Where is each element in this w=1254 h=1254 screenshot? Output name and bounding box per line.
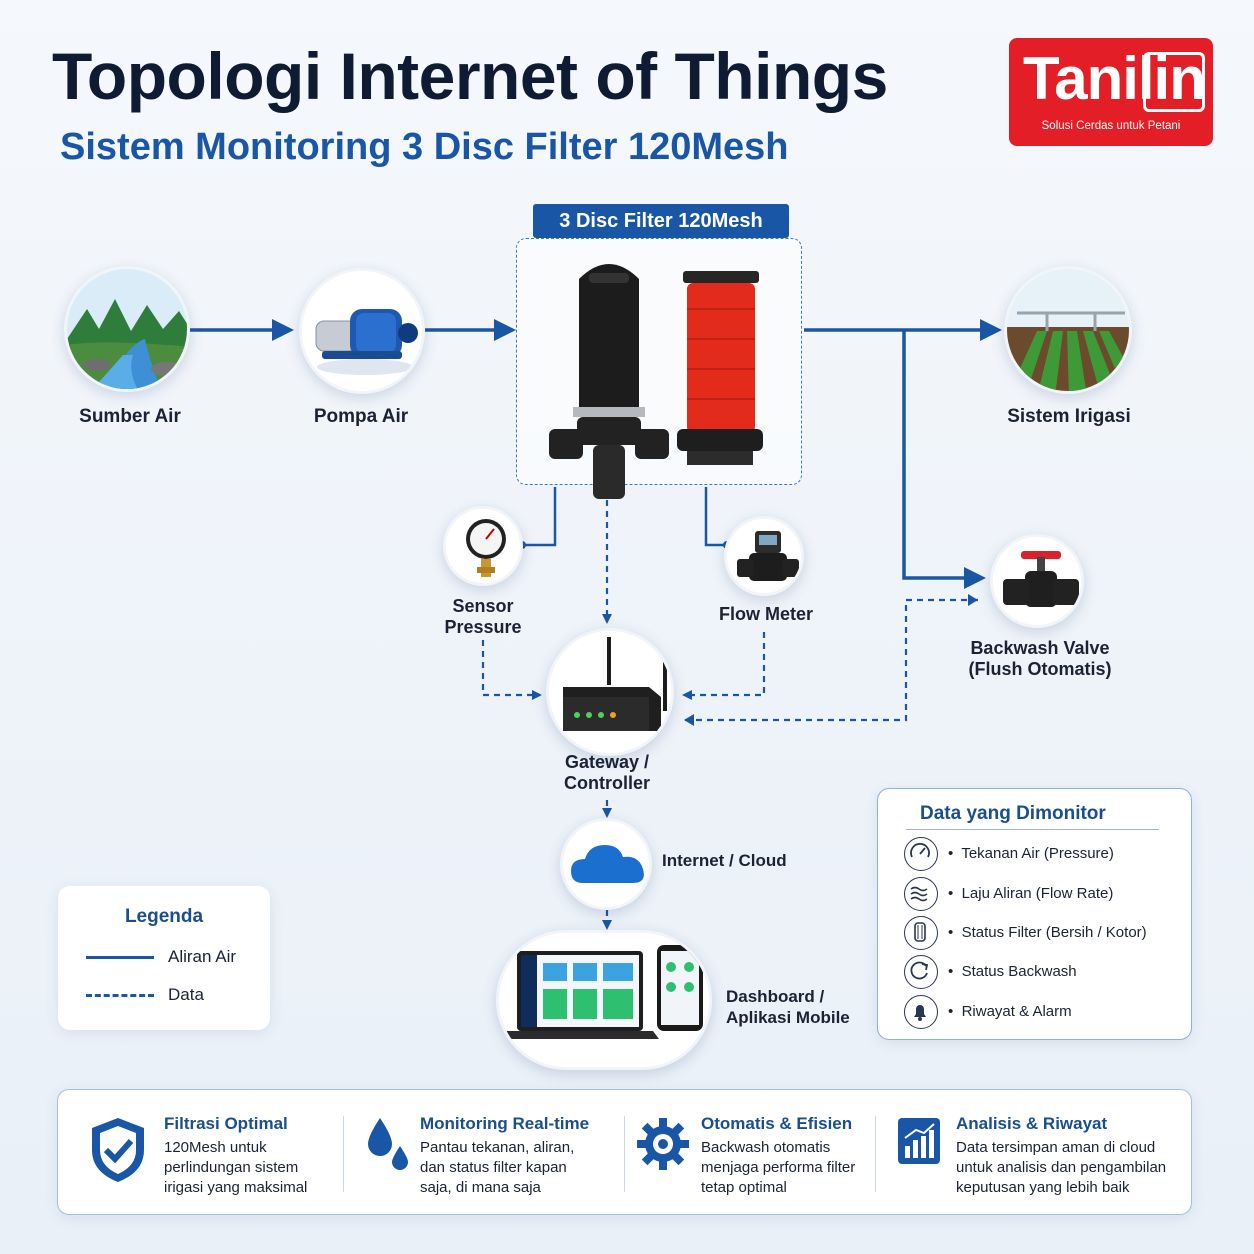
monitored-item: • Status Backwash <box>904 955 1184 989</box>
logo-tagline: Solusi Cerdas untuk Petani <box>1041 120 1181 132</box>
backwash-valve-label: Backwash Valve (Flush Otomatis) <box>952 638 1128 680</box>
monitored-title: Data yang Dimonitor <box>920 803 1106 824</box>
cloud-label: Internet / Cloud <box>662 851 787 870</box>
dashboard-label: Dashboard / Aplikasi Mobile <box>726 986 856 1028</box>
gauge-icon <box>904 837 938 871</box>
benefit-title: Otomatis & Efisien <box>701 1114 853 1133</box>
waves-icon <box>904 877 938 911</box>
disc-filter-box <box>516 238 802 499</box>
benefit-item: Monitoring Real-time Pantau tekanan, ali… <box>344 1090 624 1216</box>
water-source-label: Sumber Air <box>79 406 181 427</box>
gateway-image <box>546 628 674 756</box>
benefit-text: Pantau tekanan, aliran,dan status filter… <box>420 1139 575 1196</box>
water-pump-image <box>299 268 425 394</box>
bell-icon <box>904 995 938 1029</box>
shield-check-icon <box>92 1118 144 1182</box>
benefit-title: Analisis & Riwayat <box>956 1114 1108 1133</box>
gateway-label: Gateway / Controller <box>540 752 674 794</box>
monitored-item-label: • Laju Aliran (Flow Rate) <box>948 885 1114 902</box>
monitored-item: • Riwayat & Alarm <box>904 995 1184 1029</box>
legend-title: Legenda <box>124 906 204 927</box>
page-subtitle: Sistem Monitoring 3 Disc Filter 120Mesh <box>60 126 789 168</box>
monitored-data-panel: Data yang Dimonitor • Tekanan Air (Press… <box>877 788 1192 1040</box>
chart-icon <box>898 1118 940 1164</box>
monitored-item-label: • Riwayat & Alarm <box>948 1003 1072 1020</box>
benefit-item: Analisis & Riwayat Data tersimpan aman d… <box>876 1090 1191 1216</box>
cloud-image <box>560 818 652 910</box>
benefit-title: Filtrasi Optimal <box>164 1114 288 1133</box>
water-source-image <box>64 266 190 392</box>
filter-icon <box>904 916 938 950</box>
pressure-sensor-image <box>443 506 523 586</box>
flow-meter-label: Flow Meter <box>718 604 813 624</box>
backwash-valve-label-line1: Backwash Valve <box>970 638 1110 658</box>
legend-data-line <box>86 994 154 997</box>
flow-meter-image <box>724 516 804 596</box>
monitored-item: • Tekanan Air (Pressure) <box>904 837 1184 871</box>
refresh-icon <box>904 955 938 989</box>
pressure-sensor-label-line2: Pressure <box>444 617 522 637</box>
benefit-divider <box>875 1116 876 1192</box>
disc-filter-image <box>549 264 763 499</box>
logo-frame <box>1143 52 1205 112</box>
dashboard-label-line1: Dashboard / <box>726 987 825 1006</box>
gear-icon <box>637 1118 689 1170</box>
pressure-sensor-label: Sensor Pressure <box>423 596 543 638</box>
legend-data-label: Data <box>168 985 204 1004</box>
brand-logo: Tanilin Solusi Cerdas untuk Petani <box>1009 38 1213 146</box>
legend-water-line <box>86 956 154 959</box>
monitored-divider <box>906 829 1159 830</box>
data-flow-lines <box>481 500 978 930</box>
legend-panel: Legenda Aliran Air Data <box>58 886 270 1030</box>
water-flow-lines <box>190 319 1002 589</box>
dashboard-image <box>496 930 712 1070</box>
benefit-divider <box>343 1116 344 1192</box>
logo-word: Tanilin <box>1023 45 1206 112</box>
legend-water-label: Aliran Air <box>168 947 237 966</box>
monitored-item: • Laju Aliran (Flow Rate) <box>904 877 1184 911</box>
gateway-label-line2: Controller <box>563 773 650 793</box>
filter-title: 3 Disc Filter 120Mesh <box>533 204 789 238</box>
irrigation-label: Sistem Irigasi <box>1007 406 1131 427</box>
backwash-valve-image <box>990 534 1084 628</box>
benefit-title: Monitoring Real-time <box>420 1114 590 1133</box>
pressure-sensor-label-line1: Sensor <box>452 596 514 616</box>
page-title: Topologi Internet of Things <box>52 39 888 113</box>
backwash-valve-label-line2: (Flush Otomatis) <box>968 659 1112 679</box>
monitored-item: • Status Filter (Bersih / Kotor) <box>904 916 1184 950</box>
monitored-item-label: • Status Backwash <box>948 963 1077 980</box>
monitored-item-label: • Status Filter (Bersih / Kotor) <box>948 924 1147 941</box>
benefit-divider <box>624 1116 625 1192</box>
irrigation-image <box>1004 266 1132 394</box>
monitored-item-label: • Tekanan Air (Pressure) <box>948 845 1114 862</box>
water-drops-icon <box>368 1118 408 1170</box>
dashboard-label-line2: Aplikasi Mobile <box>726 1008 850 1027</box>
water-pump-label: Pompa Air <box>313 406 409 427</box>
gateway-label-line1: Gateway / <box>564 752 650 772</box>
